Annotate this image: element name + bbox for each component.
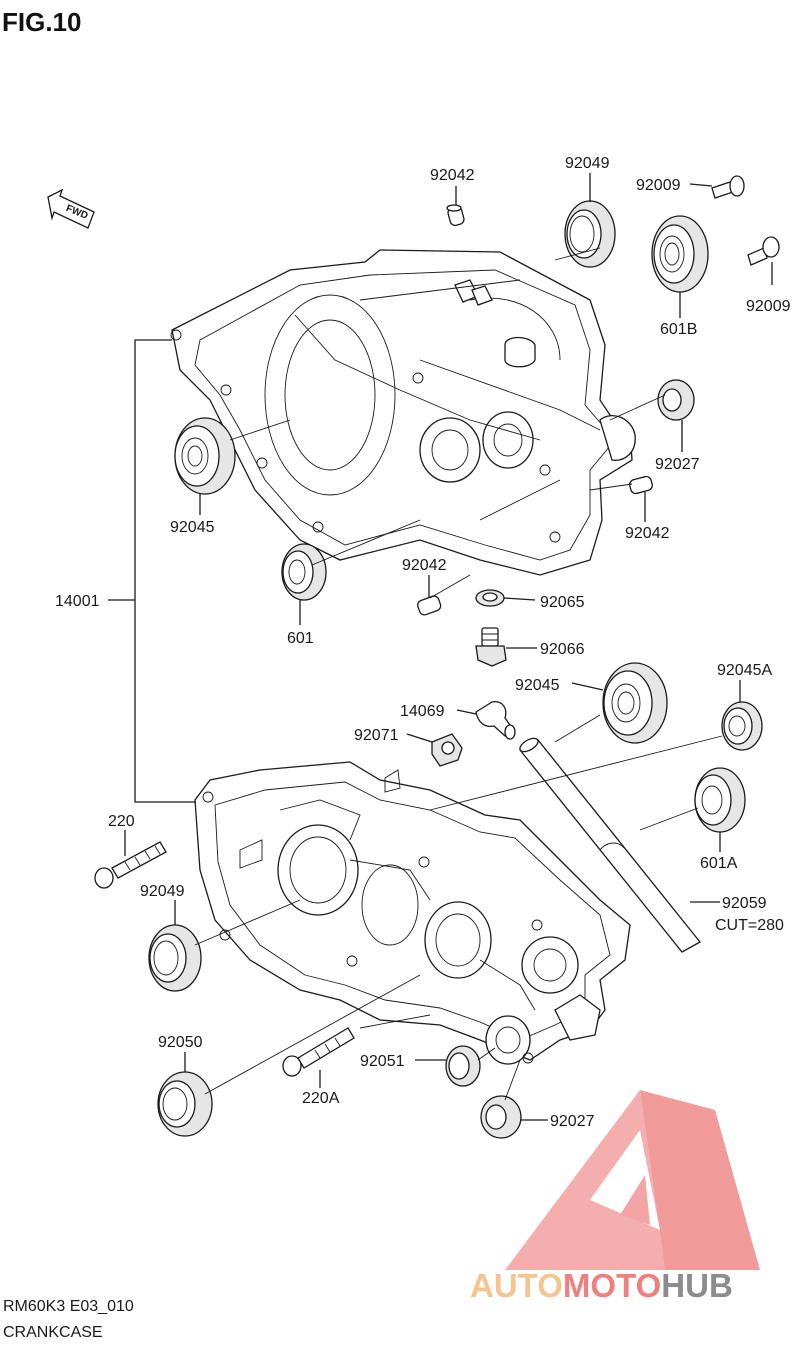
spacer-92027-upper xyxy=(657,379,695,421)
label-92051: 92051 xyxy=(360,1053,405,1070)
spacer-92027-lower xyxy=(480,1095,522,1139)
label-14069: 14069 xyxy=(400,703,445,720)
bolt-220A xyxy=(282,1027,355,1077)
label-92009-top: 92009 xyxy=(636,177,681,194)
bushing-92042-top xyxy=(446,204,465,227)
label-601B: 601B xyxy=(660,321,697,338)
drain-bolt-92066 xyxy=(475,627,507,667)
label-92027-lower: 92027 xyxy=(550,1113,595,1130)
bushing-92042-right xyxy=(629,475,653,495)
label-92045-left: 92045 xyxy=(170,519,215,536)
label-92009-right: 92009 xyxy=(746,298,791,315)
bearing-601B xyxy=(651,215,709,293)
screw-92009-top xyxy=(711,175,745,199)
label-92027-upper: 92027 xyxy=(655,456,700,473)
label-220: 220 xyxy=(108,813,135,830)
bearing-92045A xyxy=(721,701,763,751)
label-92071: 92071 xyxy=(354,727,399,744)
elbow-fitting-14069 xyxy=(475,701,516,740)
label-601: 601 xyxy=(287,630,314,647)
oil-seal-92049-left xyxy=(148,924,202,992)
upper-crankcase-half xyxy=(170,249,636,576)
label-cut-length: CUT=280 xyxy=(715,917,784,934)
label-92059: 92059 xyxy=(722,895,767,912)
label-92045-mid: 92045 xyxy=(515,677,560,694)
watermark-auto: AUTOMOTOHUB xyxy=(470,1267,733,1304)
label-92042-mid: 92042 xyxy=(402,557,447,574)
oil-seal-92050 xyxy=(157,1071,213,1137)
label-92049-top: 92049 xyxy=(565,155,610,172)
label-601A: 601A xyxy=(700,855,738,872)
model-code: RM60K3 E03_010 xyxy=(3,1298,134,1315)
part-labels: 92042 92049 92009 92009 601B 92027 92042… xyxy=(55,155,791,1130)
screw-92009-right xyxy=(747,236,780,266)
oil-seal-92049-top xyxy=(564,200,616,268)
bolt-220 xyxy=(94,841,167,889)
bushing-92042-mid xyxy=(417,595,442,616)
washer-92065 xyxy=(475,589,505,607)
label-92049-left: 92049 xyxy=(140,883,185,900)
label-92042-top: 92042 xyxy=(430,167,475,184)
label-92065: 92065 xyxy=(540,594,585,611)
label-92050: 92050 xyxy=(158,1034,203,1051)
label-92042-right: 92042 xyxy=(625,525,670,542)
label-220A: 220A xyxy=(302,1090,340,1107)
fwd-arrow-icon: FWD xyxy=(47,188,95,229)
bearing-92045-left xyxy=(174,417,236,495)
oil-seal-92051 xyxy=(445,1045,481,1087)
automotohub-logo: AUTOMOTOHUB xyxy=(470,1090,760,1304)
label-92066: 92066 xyxy=(540,641,585,658)
clamp-92071 xyxy=(431,733,463,767)
bearing-601 xyxy=(281,543,327,601)
bearing-601A xyxy=(694,767,746,833)
figure-title: FIG.10 xyxy=(2,7,81,37)
label-14001: 14001 xyxy=(55,593,100,610)
leader-lines xyxy=(108,173,773,1121)
lower-crankcase-half xyxy=(194,761,631,1065)
section-name: CRANKCASE xyxy=(3,1324,103,1341)
bearing-92045-mid xyxy=(602,662,668,744)
breather-hose-92059 xyxy=(519,737,701,953)
label-92045A: 92045A xyxy=(717,662,772,679)
